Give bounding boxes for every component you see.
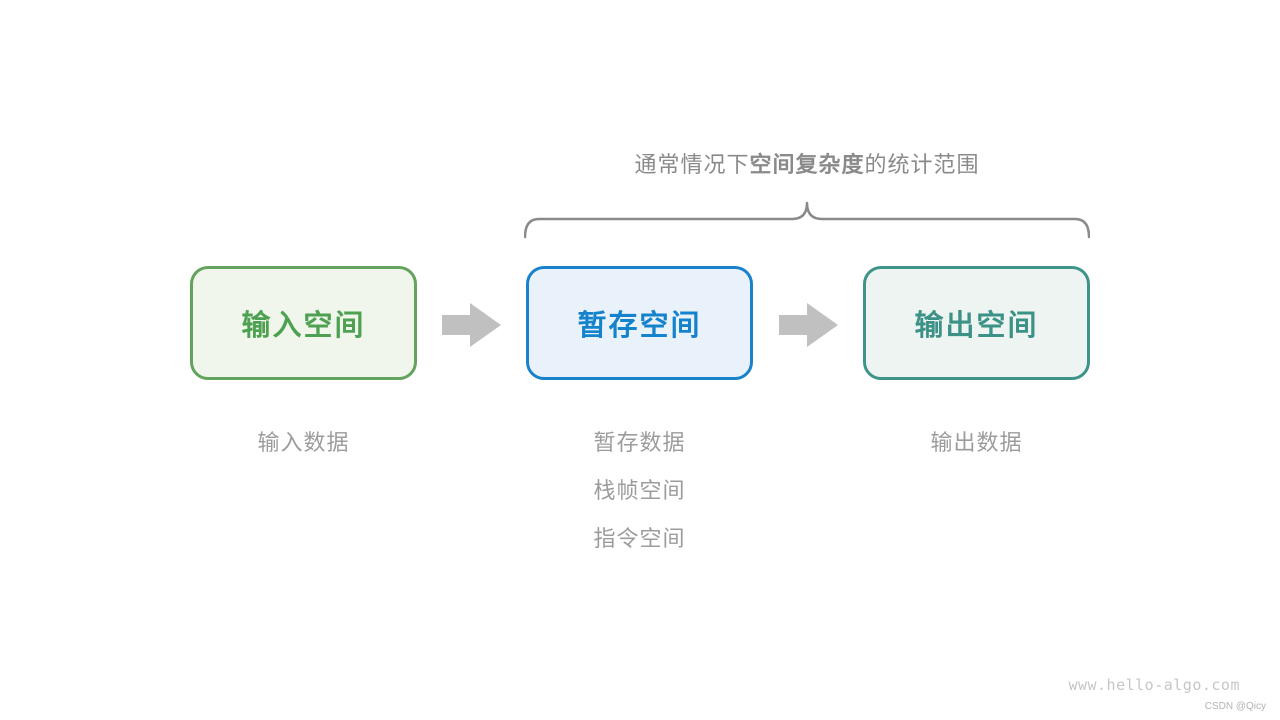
arrow-shape <box>442 303 501 347</box>
temp-space-label: 暂存空间 <box>577 310 702 342</box>
arrow-right-icon <box>442 303 501 347</box>
input-data-note: 输入数据 <box>257 430 350 455</box>
site-watermark: www.hello-algo.com <box>1068 676 1240 694</box>
output-data-note: 输出数据 <box>930 430 1023 455</box>
arrow-right-icon <box>779 303 838 347</box>
arrow-shape <box>779 303 838 347</box>
scope-brace <box>524 201 1090 239</box>
diagram-title: 通常情况下空间复杂度的统计范围 <box>527 147 1087 179</box>
stack-frame-note: 栈帧空间 <box>593 478 686 503</box>
title-emphasis: 空间复杂度 <box>749 152 865 177</box>
output-space-box: 输出空间 <box>863 266 1090 380</box>
title-prefix: 通常情况下 <box>634 152 750 177</box>
csdn-credit-watermark: CSDN @Qicy <box>1204 701 1266 712</box>
input-space-box: 输入空间 <box>190 266 417 380</box>
output-space-label: 输出空间 <box>914 310 1039 342</box>
title-suffix: 的统计范围 <box>864 152 980 177</box>
input-space-label: 输入空间 <box>241 310 366 342</box>
temp-data-note: 暂存数据 <box>593 430 686 455</box>
temp-space-box: 暂存空间 <box>526 266 753 380</box>
instruction-space-note: 指令空间 <box>593 526 686 551</box>
brace-path <box>524 201 1090 239</box>
